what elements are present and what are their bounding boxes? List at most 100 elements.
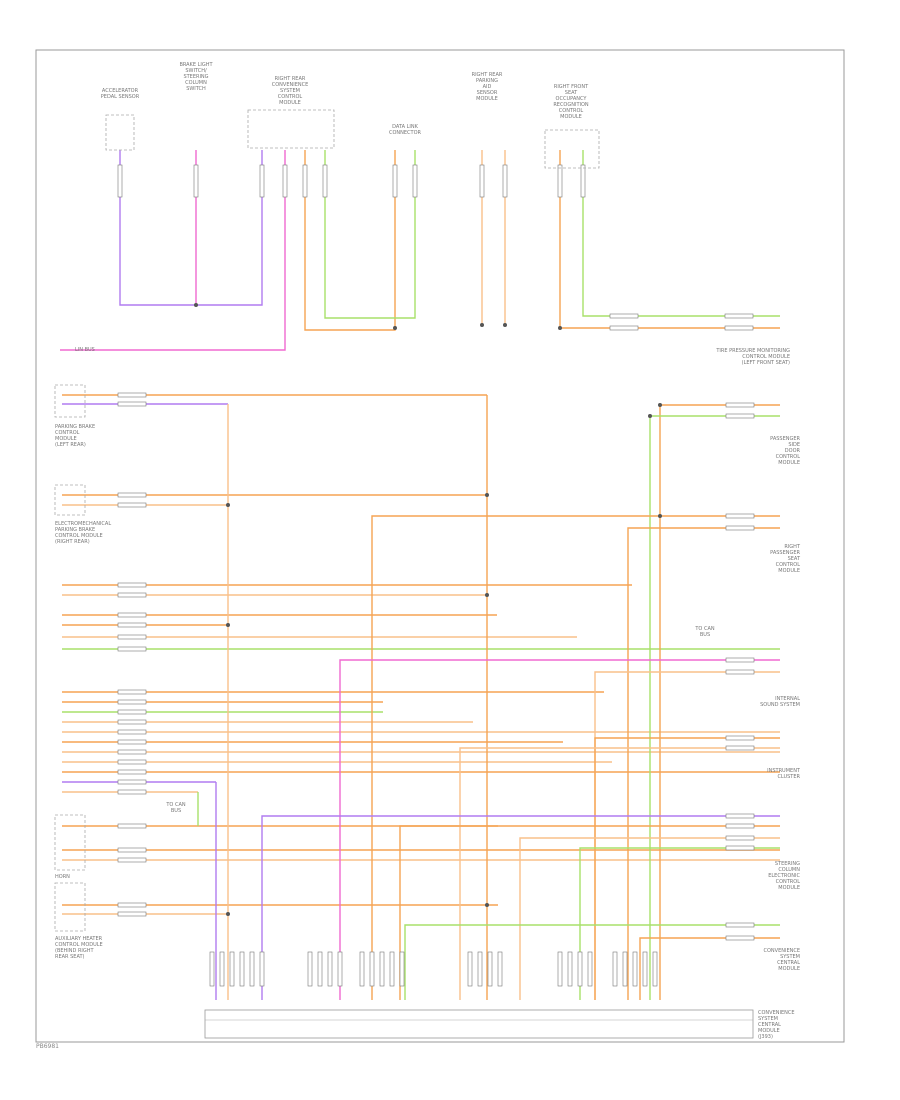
connector-pin — [209, 951, 215, 987]
connector-pin — [612, 951, 618, 987]
connector-pin — [725, 745, 755, 751]
component-label-horn: HORN — [55, 874, 70, 880]
connector-pin — [724, 325, 754, 331]
connector-pin — [117, 902, 147, 908]
wire-right — [594, 737, 780, 1000]
splice-point — [485, 493, 489, 497]
connector-pin — [577, 951, 583, 987]
splice-point — [485, 903, 489, 907]
connector-pin — [725, 922, 755, 928]
connector-pin — [117, 739, 147, 745]
connector-pin — [117, 779, 147, 785]
wire-right — [399, 825, 780, 1000]
connector-pin — [239, 951, 245, 987]
connector-pin — [307, 951, 313, 987]
connector-pin — [337, 951, 343, 987]
component-box — [54, 384, 86, 418]
connector-pin — [557, 951, 563, 987]
wire-layer — [60, 150, 780, 1000]
connector-pin — [467, 951, 473, 987]
splice-point — [658, 514, 662, 518]
connector-pin — [724, 313, 754, 319]
wire-right — [519, 837, 780, 1000]
connector-pin — [117, 709, 147, 715]
connector-pin — [725, 525, 755, 531]
connector-pin — [567, 951, 573, 987]
connector-pin — [497, 951, 503, 987]
connector-pin — [117, 492, 147, 498]
wire-right — [459, 747, 780, 1000]
wire-orange — [559, 150, 780, 329]
ecu-connector-body — [204, 1009, 754, 1039]
connector-pin — [117, 719, 147, 725]
connector-pin — [725, 935, 755, 941]
wire-green — [324, 150, 416, 319]
connector-pin — [725, 835, 755, 841]
connector-pin — [477, 951, 483, 987]
connector-pin — [117, 857, 147, 863]
connector-pin — [652, 951, 658, 987]
connector-pin — [302, 164, 308, 198]
connector-pin — [399, 951, 405, 987]
component-box — [544, 129, 600, 169]
connector-pin — [622, 951, 628, 987]
connector-pin — [117, 759, 147, 765]
connector-pin — [725, 669, 755, 675]
connector-pin — [229, 951, 235, 987]
connector-pin — [117, 502, 147, 508]
connector-pin — [117, 392, 147, 398]
connector-pin — [117, 582, 147, 588]
component-box — [247, 109, 335, 149]
connector-pin — [725, 813, 755, 819]
component-box — [54, 484, 86, 516]
connector-pin — [642, 951, 648, 987]
connector-pin — [725, 657, 755, 663]
component-box — [54, 882, 86, 932]
wire-orange — [304, 150, 396, 331]
connector-pin — [117, 769, 147, 775]
wire-right — [649, 415, 780, 1000]
connector-pin — [117, 729, 147, 735]
connector-pin — [725, 402, 755, 408]
connector-pin — [117, 634, 147, 640]
connector-pin — [249, 951, 255, 987]
wire-violet — [119, 150, 263, 306]
connector-pin — [632, 951, 638, 987]
splice-point — [194, 303, 198, 307]
connector-pin — [725, 513, 755, 519]
connector-pin — [587, 951, 593, 987]
splice-point — [503, 323, 507, 327]
connector-pin — [117, 592, 147, 598]
splice-point — [558, 326, 562, 330]
connector-pin — [117, 689, 147, 695]
connector-pin — [117, 622, 147, 628]
splice-point — [485, 593, 489, 597]
connector-layer — [117, 164, 755, 987]
connector-pin — [317, 951, 323, 987]
splice-point — [226, 912, 230, 916]
wire-right — [339, 659, 780, 1000]
splice-point — [658, 403, 662, 407]
wire-right — [639, 937, 780, 1000]
connector-pin — [392, 164, 398, 198]
connector-pin — [369, 951, 375, 987]
connector-pin — [502, 164, 508, 198]
connector-pin — [580, 164, 586, 198]
splice-point — [226, 623, 230, 627]
connector-pin — [609, 325, 639, 331]
connector-pin — [117, 164, 123, 198]
